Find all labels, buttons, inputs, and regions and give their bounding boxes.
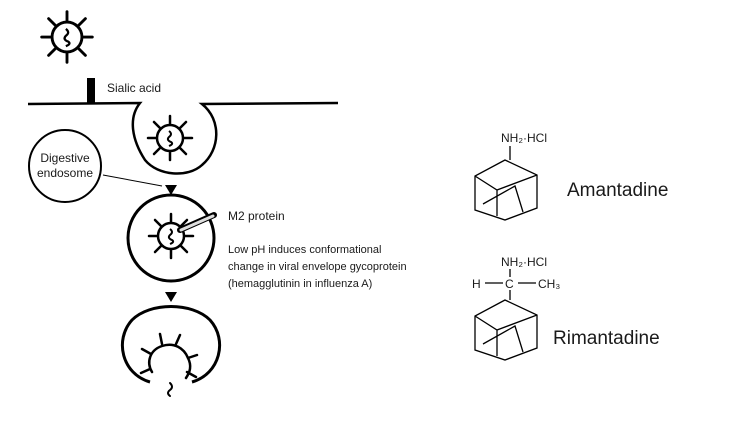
- cell-membrane: [27, 101, 339, 175]
- digestive-endosome: [28, 129, 102, 203]
- arrow-down-icon: [165, 185, 177, 195]
- rimantadine-ch3-label: CH₃: [538, 277, 560, 291]
- rimantadine-structure: [474, 269, 538, 361]
- ph-text-line2: change in viral envelope gycoprotein: [228, 261, 407, 273]
- rimantadine-h-label: H: [472, 277, 481, 291]
- endosome-with-virion: [126, 193, 216, 283]
- sialic-acid-label: Sialic acid: [107, 81, 161, 95]
- internalizing-virion-icon: [146, 114, 194, 162]
- digestive-label-line2: endosome: [37, 166, 93, 180]
- ph-text-line1: Low pH induces conformational: [228, 244, 381, 256]
- amantadine-salt-label: NH₂·HCl: [501, 131, 547, 145]
- rimantadine-name: Rimantadine: [553, 328, 660, 349]
- rimantadine-c-label: C: [505, 277, 514, 291]
- amantadine-name: Amantadine: [567, 180, 668, 201]
- uncoating-virion-icon: [139, 332, 199, 397]
- uncoating-endosome: [120, 305, 222, 384]
- free-virion-icon: [40, 10, 94, 64]
- fusion-pointer-line: [102, 174, 163, 187]
- arrow-down-icon: [165, 292, 177, 302]
- amantadine-structure: [474, 146, 538, 221]
- ph-text-line3: (hemagglutinin in influenza A): [228, 278, 372, 290]
- rimantadine-salt-label: NH₂·HCl: [501, 255, 547, 269]
- sialic-acid-receptor: [87, 78, 95, 103]
- m2-protein-label: M2 protein: [228, 209, 285, 223]
- m2-channel: [177, 212, 217, 233]
- digestive-label-line1: Digestive: [40, 151, 90, 165]
